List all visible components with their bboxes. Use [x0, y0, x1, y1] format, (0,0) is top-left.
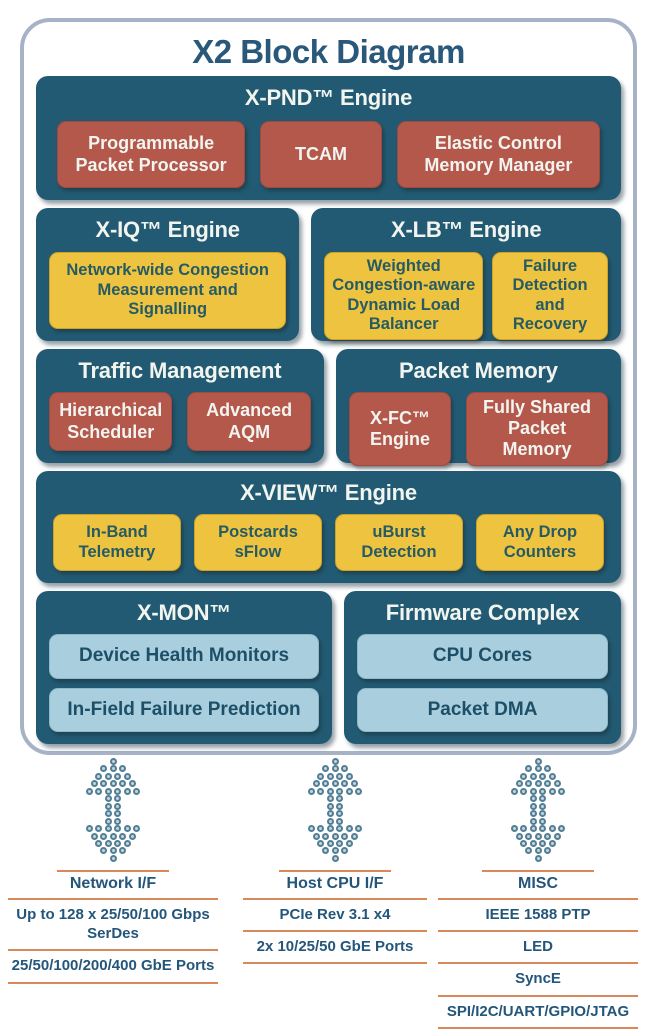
diagram-title: X2 Block Diagram — [192, 33, 465, 70]
module-box-tcam: TCAM — [260, 121, 382, 188]
interface-label-host-cpu: Host CPU I/F — [243, 872, 427, 900]
module-box-any-drop-counters: Any Drop Counters — [476, 514, 604, 571]
block-firmware-complex: Firmware Complex CPU Cores Packet DMA — [344, 591, 621, 744]
block-header-firmware: Firmware Complex — [385, 600, 580, 625]
packet-memory-box-row: X-FC™ Engine Fully Shared Packet Memory — [348, 388, 608, 466]
interface-label-misc: MISC — [438, 872, 638, 900]
block-header-xiq: X-IQ™ Engine — [95, 217, 240, 242]
block-xmon: X-MON™ Device Health Monitors In-Field F… — [36, 591, 333, 744]
interface-label-network: Network I/F — [8, 872, 218, 900]
block-traffic-management: Traffic Management Hierarchical Schedule… — [36, 349, 324, 463]
divider-line — [279, 870, 391, 872]
module-box-failure-detection-recovery: Failure Detection and Recovery — [492, 252, 608, 340]
xview-box-row: In-Band Telemetry Postcards sFlow uBurst… — [49, 510, 608, 571]
dotted-double-arrow-icon — [243, 758, 427, 862]
interface-item-serdes: Up to 128 x 25/50/100 Gbps SerDes — [8, 900, 218, 952]
module-box-xfc-engine: X-FC™ Engine — [348, 392, 452, 466]
interface-item-pcie: PCIe Rev 3.1 x4 — [243, 900, 427, 933]
block-header-xlb: X-LB™ Engine — [391, 217, 542, 242]
block-stack: X-PND™ Engine Programmable Packet Proces… — [36, 76, 621, 744]
block-header-traffic: Traffic Management — [78, 358, 282, 383]
module-box-weighted-load-balancer: Weighted Congestion-aware Dynamic Load B… — [324, 252, 484, 340]
xlb-box-row: Weighted Congestion-aware Dynamic Load B… — [324, 247, 608, 340]
interface-column-misc: MISC IEEE 1588 PTP LED SyncE SPI/I2C/UAR… — [438, 758, 638, 1029]
block-header-xpnd: X-PND™ Engine — [244, 85, 413, 110]
block-xiq-engine: X-IQ™ Engine Network-wide Congestion Mea… — [36, 208, 300, 341]
module-box-packet-dma: Packet DMA — [357, 687, 608, 732]
module-box-programmable-packet-processor: Programmable Packet Processor — [57, 121, 246, 188]
interface-item-host-gbe-ports: 2x 10/25/50 GbE Ports — [243, 932, 427, 965]
xmon-box-col: Device Health Monitors In-Field Failure … — [49, 630, 320, 732]
interface-column-network: Network I/F Up to 128 x 25/50/100 Gbps S… — [8, 758, 218, 984]
xpnd-box-row: Programmable Packet Processor TCAM Elast… — [49, 115, 608, 188]
dotted-double-arrow-icon — [438, 758, 638, 862]
module-box-uburst-detection: uBurst Detection — [335, 514, 463, 571]
module-box-infield-failure-prediction: In-Field Failure Prediction — [49, 687, 320, 732]
module-box-fully-shared-packet-memory: Fully Shared Packet Memory — [466, 392, 608, 466]
firmware-box-col: CPU Cores Packet DMA — [357, 630, 608, 732]
block-xpnd-engine: X-PND™ Engine Programmable Packet Proces… — [36, 76, 621, 200]
module-box-postcards-sflow: Postcards sFlow — [194, 514, 322, 571]
block-header-xmon: X-MON™ — [136, 600, 232, 625]
block-xlb-engine: X-LB™ Engine Weighted Congestion-aware D… — [311, 208, 621, 341]
interface-item-ieee-ptp: IEEE 1588 PTP — [438, 900, 638, 933]
row-traffic-packetmem: Traffic Management Hierarchical Schedule… — [36, 349, 621, 466]
block-xview-engine: X-VIEW™ Engine In-Band Telemetry Postcar… — [36, 471, 621, 583]
interface-column-host-cpu: Host CPU I/F PCIe Rev 3.1 x4 2x 10/25/50… — [243, 758, 427, 965]
module-box-device-health-monitors: Device Health Monitors — [49, 634, 320, 679]
row-xiq-xlb: X-IQ™ Engine Network-wide Congestion Mea… — [36, 208, 621, 341]
dotted-double-arrow-icon — [8, 758, 218, 862]
interface-item-led: LED — [438, 932, 638, 965]
interfaces-section: Network I/F Up to 128 x 25/50/100 Gbps S… — [0, 758, 661, 1029]
diagram-card: X2 Block Diagram X-PND™ Engine Programma… — [20, 18, 637, 755]
module-box-advanced-aqm: Advanced AQM — [187, 392, 311, 451]
module-box-hierarchical-scheduler: Hierarchical Scheduler — [49, 392, 173, 451]
block-packet-memory: Packet Memory X-FC™ Engine Fully Shared … — [335, 349, 621, 466]
module-box-elastic-control-memory-manager: Elastic Control Memory Manager — [396, 121, 600, 188]
traffic-box-row: Hierarchical Scheduler Advanced AQM — [49, 388, 311, 451]
divider-line — [57, 870, 169, 872]
row-xmon-firmware: X-MON™ Device Health Monitors In-Field F… — [36, 591, 621, 744]
block-header-packet-memory: Packet Memory — [399, 358, 558, 383]
xiq-box-row: Network-wide Congestion Measurement and … — [49, 247, 287, 329]
interface-item-gbe-ports: 25/50/100/200/400 GbE Ports — [8, 951, 218, 984]
module-box-cpu-cores: CPU Cores — [357, 634, 608, 679]
divider-line — [482, 870, 594, 872]
module-box-network-wide-congestion: Network-wide Congestion Measurement and … — [49, 252, 287, 329]
interface-item-synce: SyncE — [438, 964, 638, 997]
block-header-xview: X-VIEW™ Engine — [240, 480, 417, 505]
module-box-inband-telemetry: In-Band Telemetry — [53, 514, 181, 571]
